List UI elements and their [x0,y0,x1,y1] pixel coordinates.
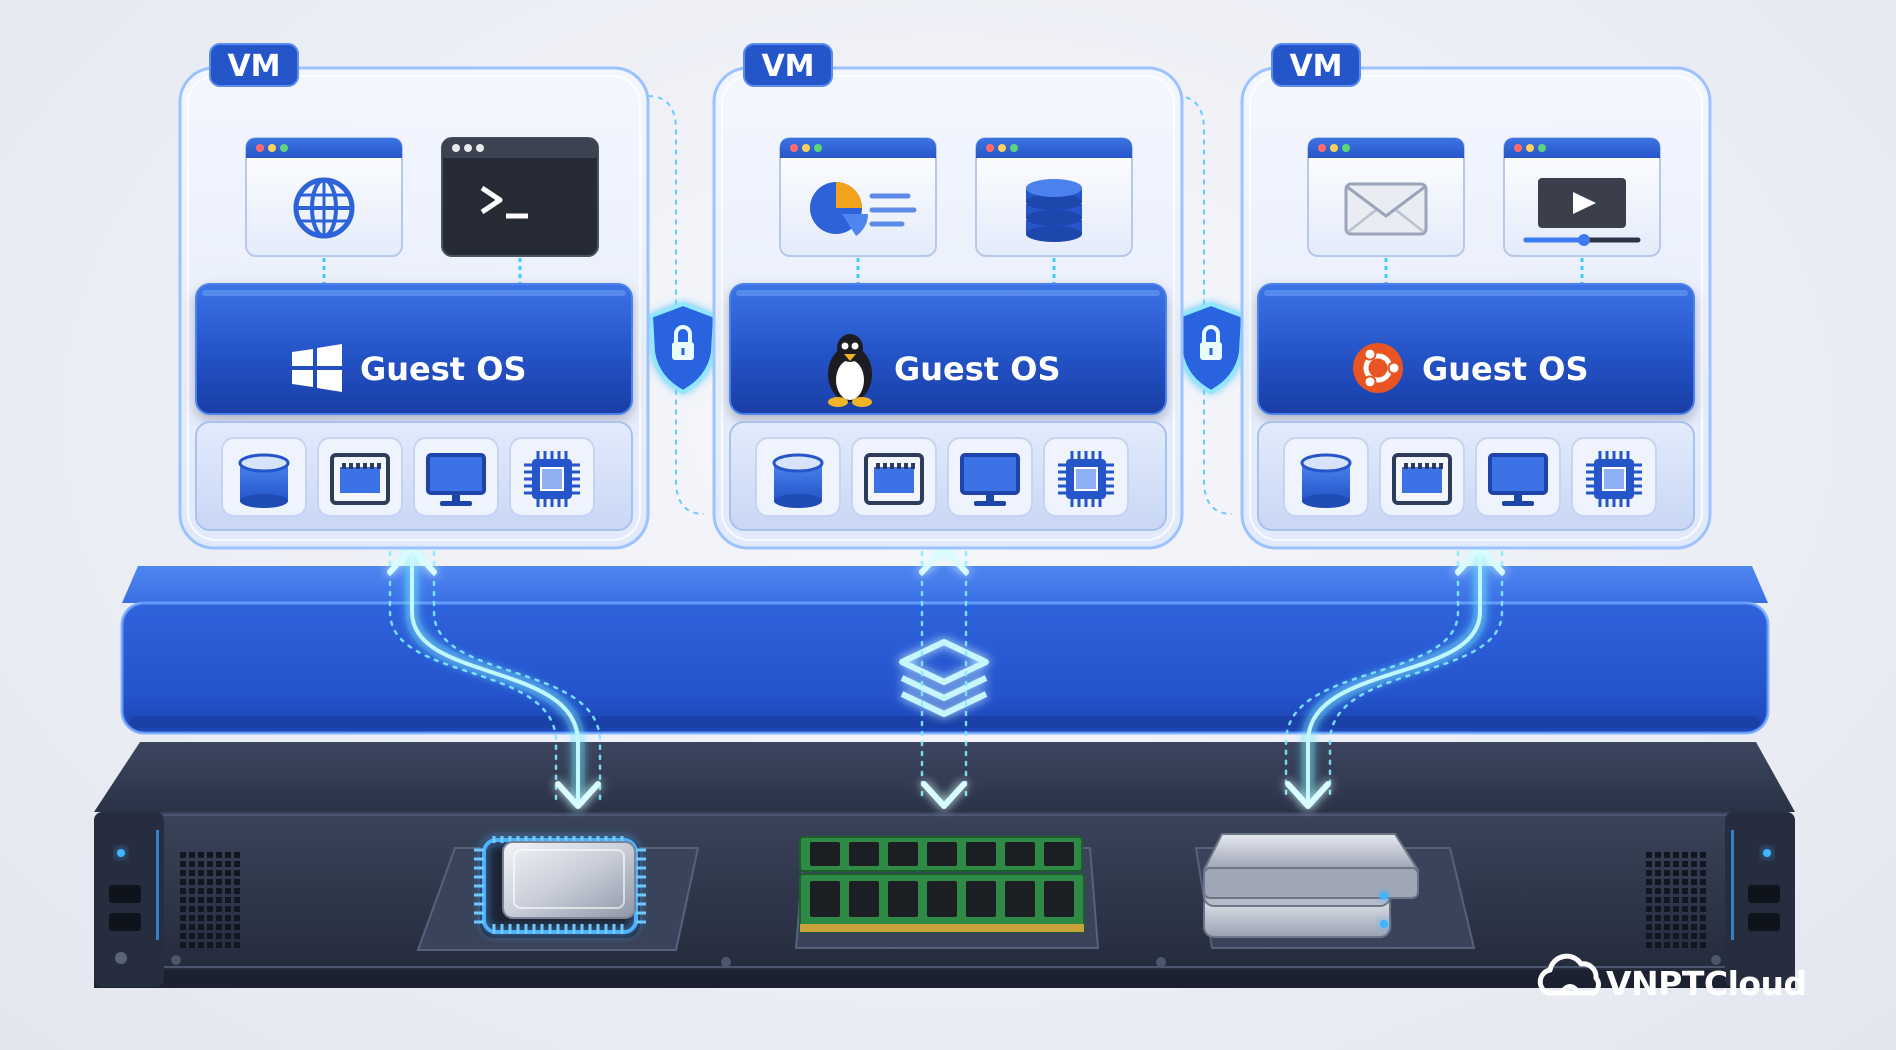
terminal-icon [480,185,528,219]
app-window [1503,137,1661,257]
app-window [1307,137,1465,257]
app-window [779,137,937,257]
app-window [975,137,1133,257]
left-vent-grille [180,852,240,948]
vm-badge-label: VM [1289,49,1342,84]
cpu-chip-icon [524,451,580,507]
lock-shield-icon [648,301,718,395]
disk-icon [772,453,824,508]
guest-os-label: Guest OS [1422,350,1588,388]
globe-icon [293,177,355,239]
guest-os-bar: Guest OS [1257,283,1695,415]
vm-badge: VM [1271,43,1361,87]
ram-module-icon [794,836,1100,949]
database-icon [1026,179,1082,242]
hard-drive-icon [1194,833,1476,949]
guest-os-bar: Guest OS [195,283,633,415]
app-window [245,137,403,257]
data-flows [387,545,1505,809]
windows-icon [292,344,342,392]
cpu-processor-icon [416,836,700,951]
guest-os-label: Guest OS [360,350,526,388]
vm-badge-label: VM [227,49,280,84]
brand-name: VNPTCloud [1606,964,1807,1003]
cloud-icon [1537,953,1602,996]
ubuntu-icon [1353,343,1403,393]
cpu-chip-icon [1058,451,1114,507]
monitor-icon [1488,453,1548,506]
brand-logo: VNPTCloud [1537,953,1807,1003]
vm-panel: VM Guest OS [178,43,650,550]
vm-panel: VM Guest OS [712,43,1184,550]
virtual-hardware-tray [195,421,633,531]
vm-badge: VM [743,43,833,87]
virtual-hardware-tray [1257,421,1695,531]
vm-badge-label: VM [761,49,814,84]
app-window [441,137,599,257]
network-card-icon [1392,453,1452,505]
guest-os-label: Guest OS [894,350,1060,388]
vm-badge: VM [209,43,299,87]
vm-panel: VM Guest OS [1240,43,1712,550]
guest-os-bar: Guest OS [729,283,1167,415]
disk-icon [1300,453,1352,508]
network-card-icon [864,453,924,505]
cpu-chip-icon [1586,451,1642,507]
mail-icon [1344,182,1428,236]
video-player-icon [1523,178,1641,246]
virtual-hardware-tray [729,421,1167,531]
lock-shield-icon [1176,301,1246,395]
disk-icon [238,453,290,508]
network-card-icon [330,453,390,505]
linux-tux-icon [828,334,872,407]
pie-chart-icon [810,182,917,236]
monitor-icon [960,453,1020,506]
right-vent-grille [1646,852,1706,948]
monitor-icon [426,453,486,506]
